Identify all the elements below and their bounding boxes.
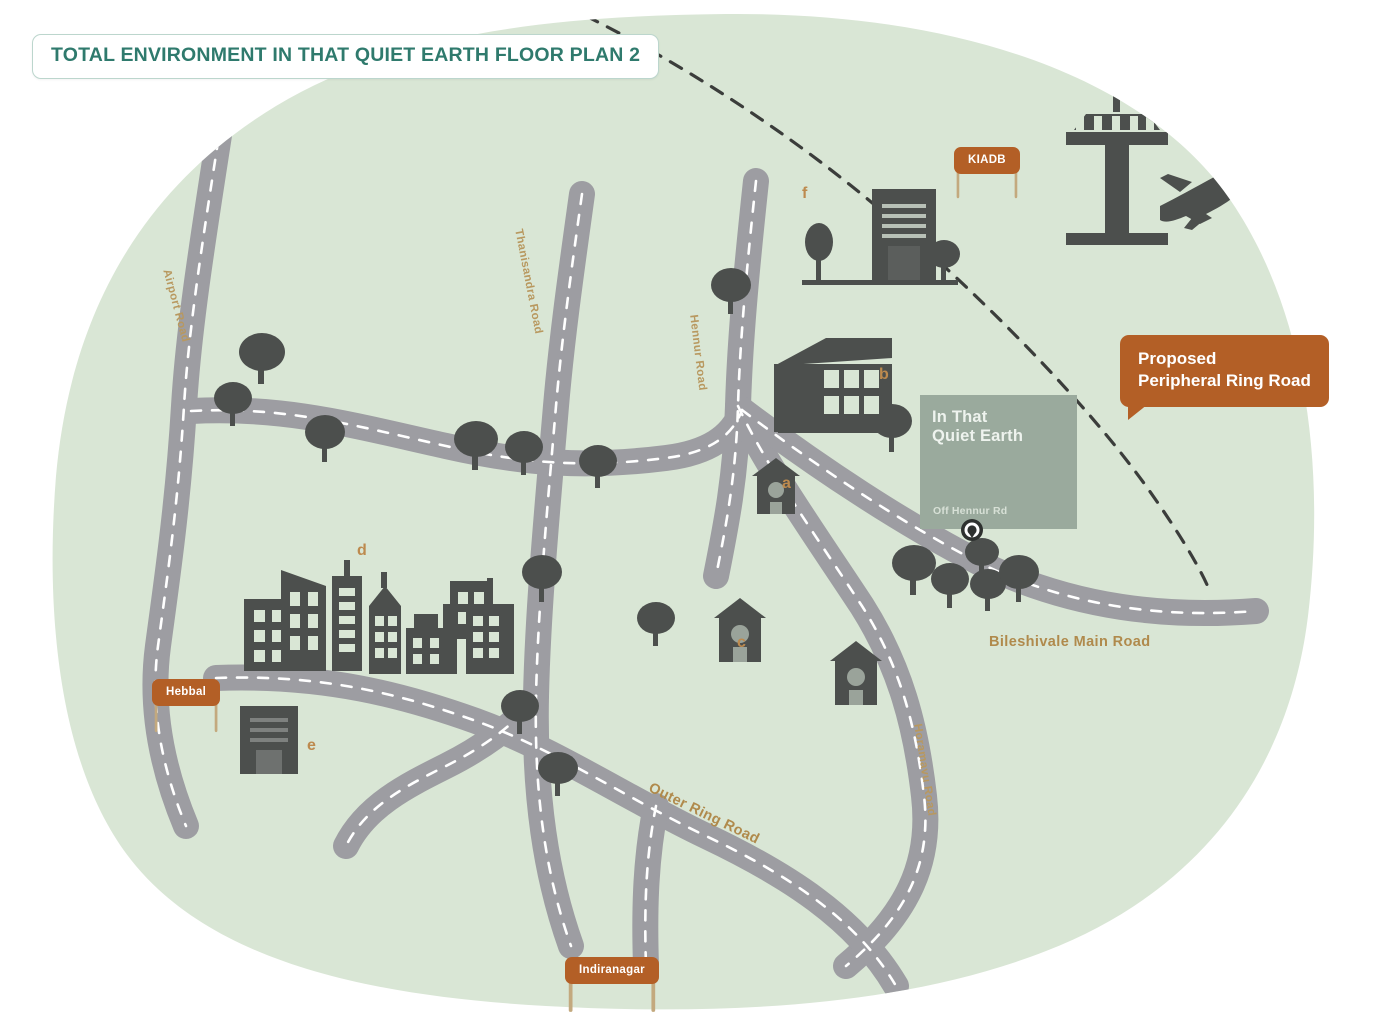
tower-building-icon [802,189,958,285]
road-indiranagar-stub [632,793,669,979]
land-area [52,13,1315,1010]
airport-control-tower-icon [1066,79,1168,245]
place-marker-kiadb[interactable]: KIADB [954,147,1020,199]
location-map-illustration [52,13,1315,1010]
callout-line-2: Peripheral Ring Road [1138,370,1311,390]
tree-icon [711,268,751,314]
tree-icon [999,555,1039,602]
tree-icon [892,545,936,595]
tree-icon [522,555,562,602]
project-name-line-2: Quiet Earth [932,427,1024,446]
marker-label: Hebbal [152,679,221,706]
project-highlight-block[interactable]: In That Quiet Earth Off Hennur Rd [920,395,1077,529]
tree-icon [305,415,345,462]
tree-icon [579,445,617,488]
key-letter-e: e [307,737,316,754]
school-building-icon [774,338,896,433]
project-name-line-1: In That [932,408,988,426]
marker-label: KIADB [954,147,1020,174]
key-letter-a: a [782,475,791,492]
tree-icon [505,431,543,475]
house-icon [714,598,766,662]
map-page: TOTAL ENVIRONMENT IN THAT QUIET EARTH FL… [26,6,1352,1014]
tree-icon [965,538,999,578]
tree-group [214,223,1039,796]
tree-icon [538,752,578,796]
tree-icon [501,690,539,734]
tree-icon [239,333,285,384]
key-letter-c: c [737,634,746,651]
house-icon [830,641,882,705]
page-title: TOTAL ENVIRONMENT IN THAT QUIET EARTH FL… [32,34,660,79]
tree-icon [931,563,969,608]
place-marker-indiranagar[interactable]: Indiranagar [565,957,659,1012]
city-skyline-icon [244,560,514,674]
tree-icon [805,223,833,284]
callout-line-1: Proposed [1138,349,1217,368]
road-label-bileshivale-main-road: Bileshivale Main Road [989,634,1151,650]
project-address: Off Hennur Rd [933,505,1008,517]
proposed-peripheral-ring-road-callout[interactable]: Proposed Peripheral Ring Road [1120,335,1329,419]
tree-icon [454,421,498,470]
location-pin-icon[interactable] [960,518,984,542]
tower-building-icon [240,706,298,774]
house-icon [752,458,800,514]
key-letter-f: f [802,185,808,202]
marker-label: Indiranagar [565,957,659,984]
place-marker-hebbal[interactable]: Hebbal [152,679,221,733]
tree-icon [637,602,675,646]
key-letter-d: d [357,542,367,559]
key-letter-b: b [879,366,889,383]
proposed-peripheral-ring-road-line [584,14,1213,596]
tree-icon [214,382,252,426]
